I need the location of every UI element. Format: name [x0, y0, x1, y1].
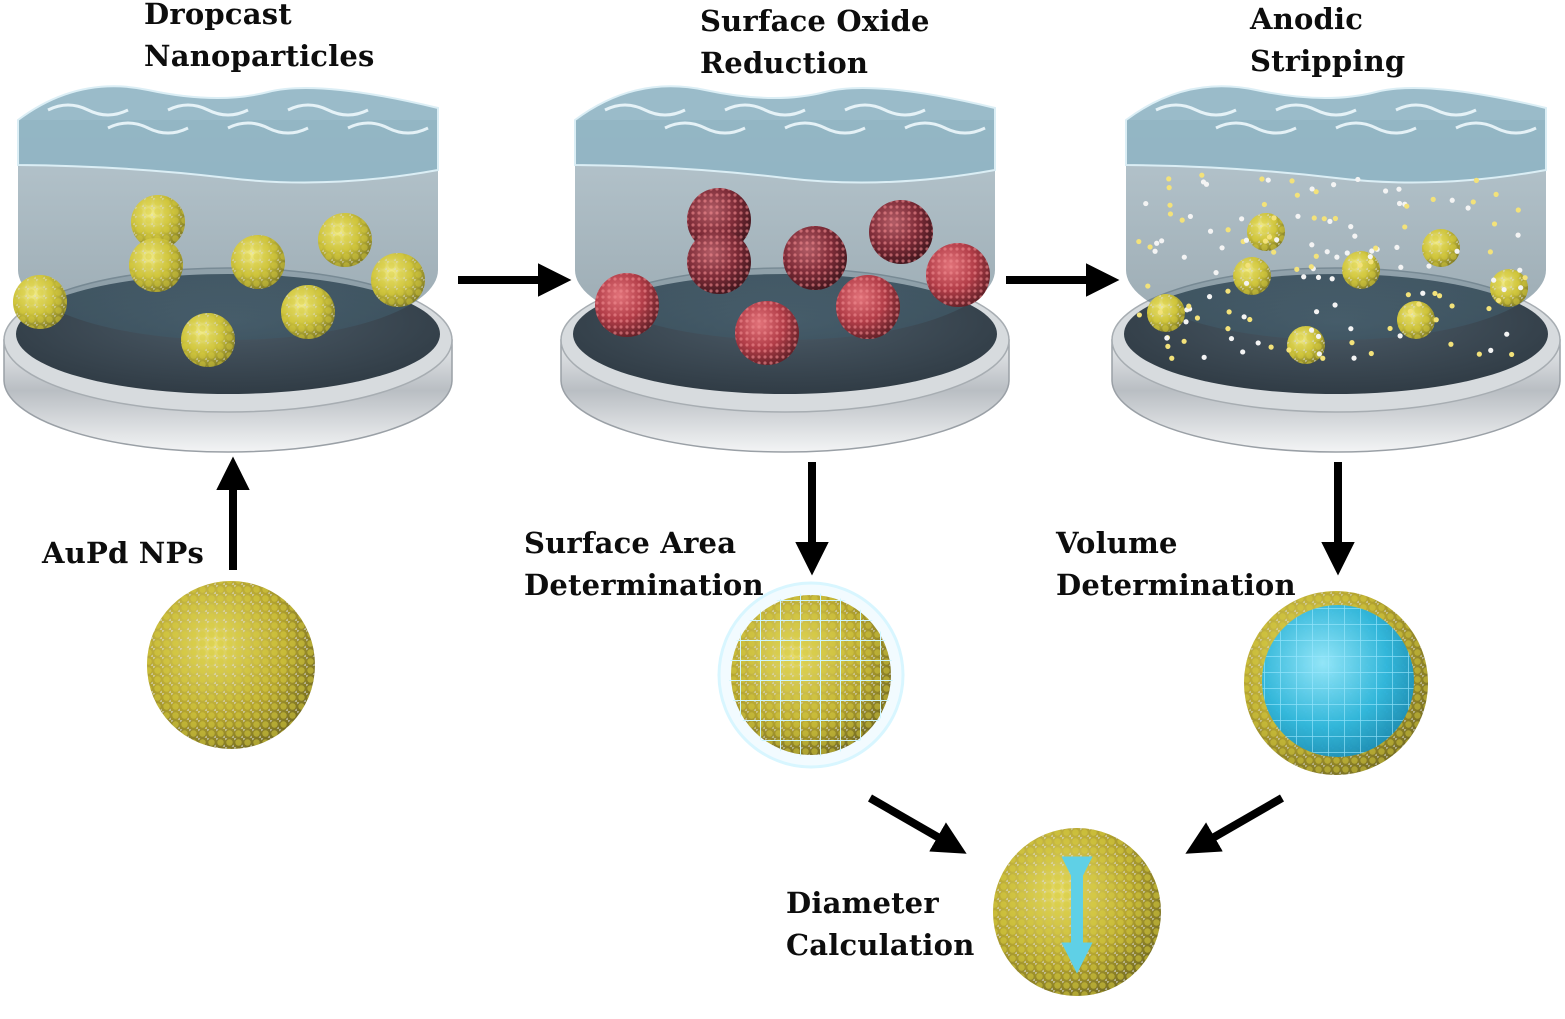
- aupd-nanoparticle: [147, 581, 315, 749]
- label-stripping-line1: Anodic: [1250, 2, 1364, 36]
- arrow-surface-area-to-diameter: [868, 794, 967, 854]
- label-volume-line2: Determination: [1056, 568, 1296, 602]
- label-dropcast: Dropcast Nanoparticles: [144, 0, 375, 77]
- volume-sphere: [1244, 591, 1428, 775]
- label-reduction-line2: Reduction: [700, 46, 869, 80]
- label-reduction: Surface Oxide Reduction: [700, 0, 930, 84]
- cell-dropcast: [3, 85, 453, 453]
- electrochemical-cells: [3, 85, 1561, 453]
- diameter-sphere: [993, 828, 1161, 996]
- label-volume-line1: Volume: [1056, 526, 1178, 560]
- label-diameter: Diameter Calculation: [786, 882, 974, 966]
- label-aupd: AuPd NPs: [42, 536, 205, 570]
- flow-arrows: [216, 263, 1355, 854]
- label-volume: Volume Determination: [1056, 522, 1296, 606]
- label-stripping-line2: Stripping: [1250, 44, 1406, 78]
- label-diameter-line1: Diameter: [786, 886, 939, 920]
- label-diameter-line2: Calculation: [786, 928, 975, 962]
- cell-reduction: [560, 85, 1010, 453]
- arrow-volume-to-diameter: [1185, 794, 1284, 854]
- label-dropcast-line2: Nanoparticles: [144, 39, 375, 73]
- label-reduction-line1: Surface Oxide: [700, 4, 930, 38]
- label-surface-area-line2: Determination: [524, 568, 764, 602]
- surface-area-sphere: [717, 581, 905, 769]
- label-dropcast-line1: Dropcast: [144, 0, 292, 31]
- cell-stripping: [1111, 85, 1561, 453]
- label-surface-area-line1: Surface Area: [524, 526, 737, 560]
- label-stripping: Anodic Stripping: [1250, 0, 1405, 82]
- label-surface-area: Surface Area Determination: [524, 522, 764, 606]
